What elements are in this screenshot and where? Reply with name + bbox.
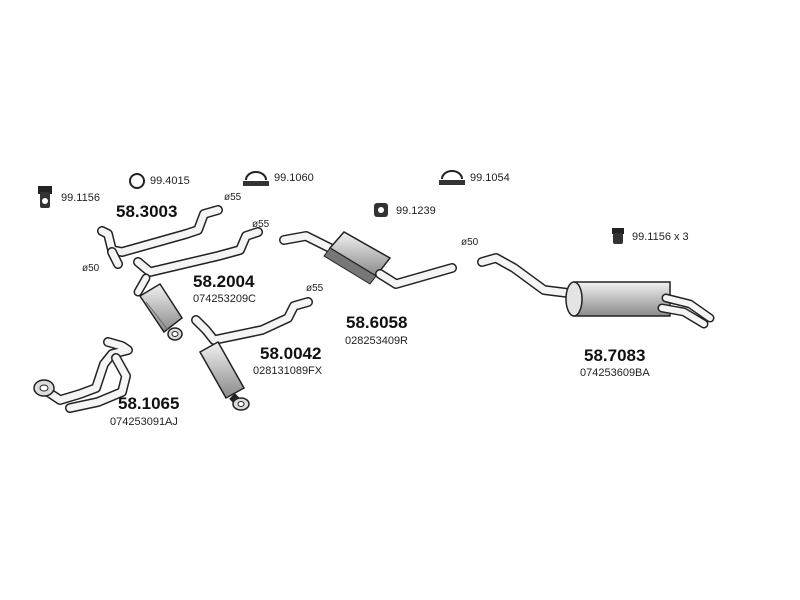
manifold-pipe-58-1065 — [33, 337, 133, 413]
oem-number: 028253409R — [345, 335, 409, 347]
rubber-hanger-icon — [38, 186, 52, 208]
sealing-ring-icon — [129, 173, 145, 189]
pipe-clamp-icon — [243, 171, 269, 186]
clamp-label: 99.1054 — [470, 172, 510, 184]
hanger-label: 99.1156 x 3 — [632, 231, 689, 243]
front-pipe-58-3003 — [97, 205, 223, 269]
catalytic-converter-58-2004 — [133, 227, 263, 341]
oem-number: 028131089FX — [253, 365, 323, 377]
diameter-label: ø55 — [306, 283, 324, 294]
rubber-hanger-icon — [374, 203, 388, 217]
middle-silencer-58-6058 — [279, 231, 457, 289]
diameter-label: ø50 — [461, 237, 479, 248]
clamp-label: 99.1060 — [274, 172, 314, 184]
rubber-hanger-icon — [612, 228, 624, 244]
part-number: 58.2004 — [193, 272, 255, 291]
part-number: 58.1065 — [118, 394, 180, 413]
part-number: 58.0042 — [260, 344, 322, 363]
oem-number: 074253209C — [193, 293, 257, 305]
part-number: 58.3003 — [116, 202, 178, 221]
part-number: 58.7083 — [584, 346, 646, 365]
diameter-label: ø55 — [224, 192, 242, 203]
hanger-label: 99.1156 — [61, 192, 100, 204]
front-silencer-58-0042 — [191, 297, 313, 411]
pipe-clamp-icon — [439, 170, 465, 185]
diameter-label: ø50 — [82, 263, 100, 274]
oem-number: 074253609BA — [580, 367, 650, 379]
ring-label: 99.4015 — [150, 175, 190, 187]
rear-silencer-58-7083 — [477, 253, 715, 329]
diameter-label: ø55 — [252, 219, 270, 230]
hanger-label: 99.1239 — [396, 205, 436, 217]
part-number: 58.6058 — [346, 313, 408, 332]
oem-number: 074253091AJ — [110, 416, 178, 428]
